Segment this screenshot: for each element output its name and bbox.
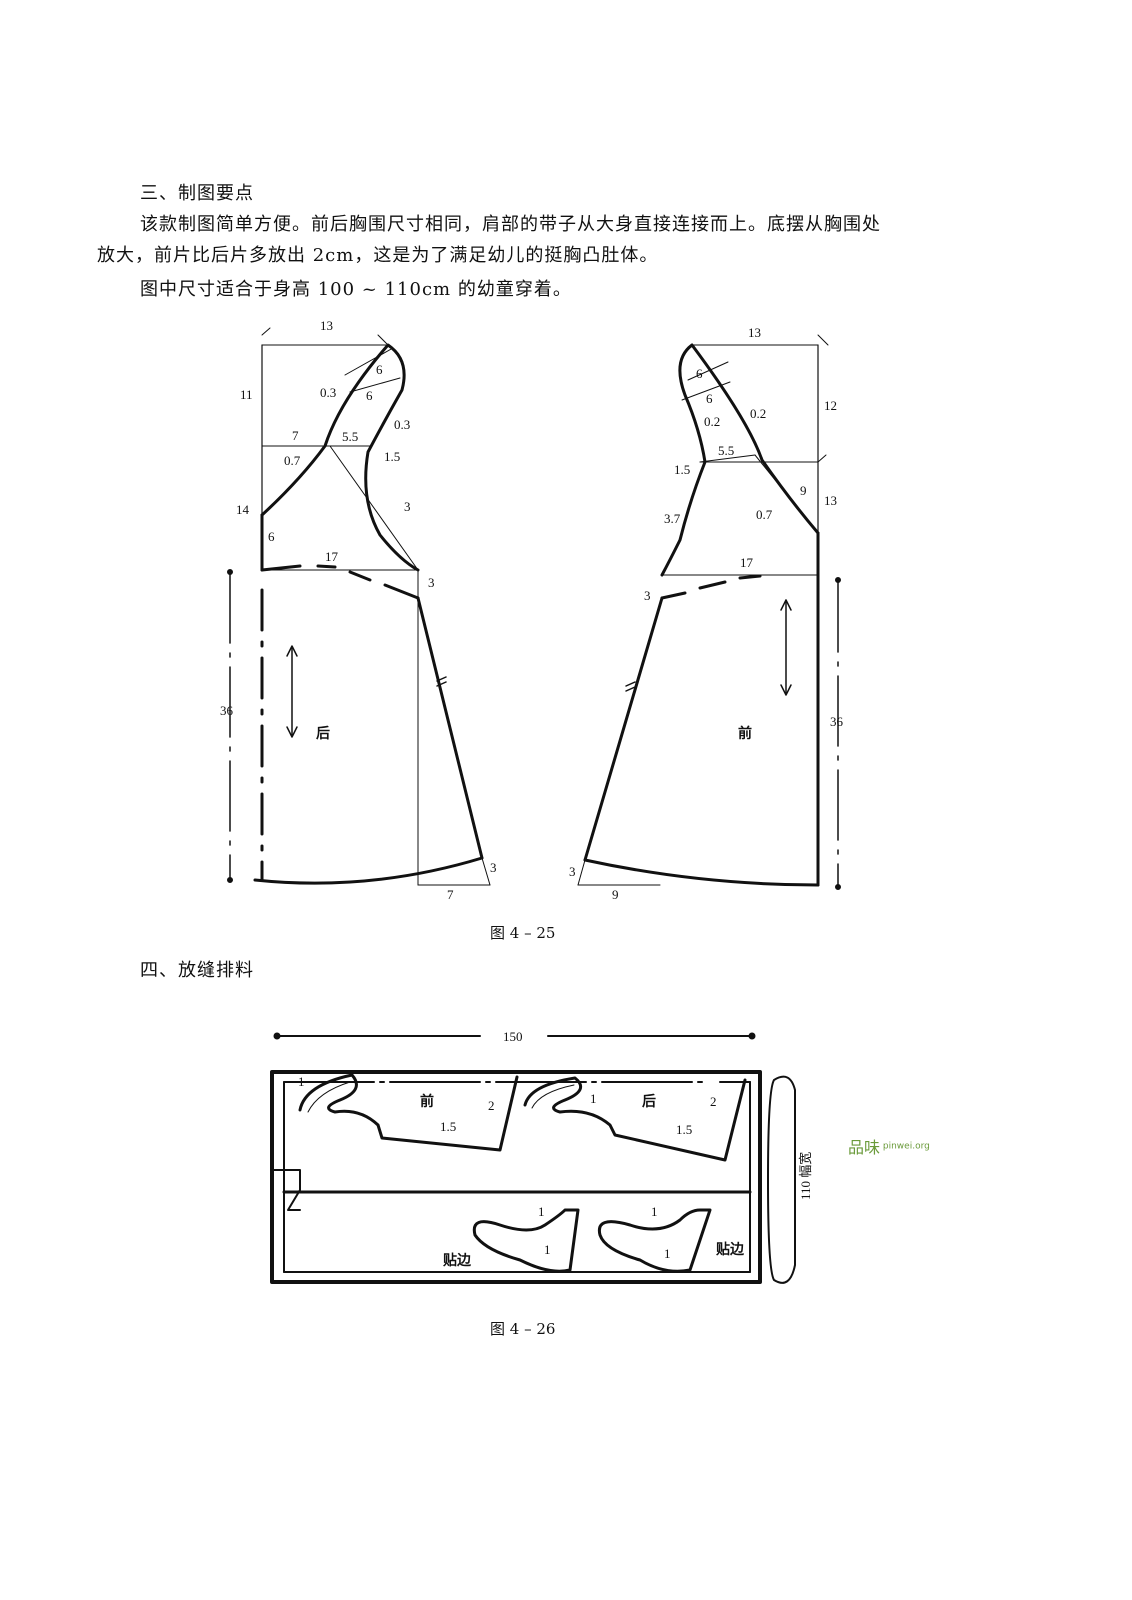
front-dim-length: 36 [830,714,844,729]
back-dim-hem-flare: 3 [490,860,497,875]
back-piece-label: 后 [316,725,330,742]
seam-allowance-facing-a: 1 [538,1204,545,1219]
layout-facing-label-left: 贴边 [443,1252,472,1269]
back-dim-shoulder-width: 5.5 [342,429,358,444]
back-dim-under-arm: 3 [428,575,435,590]
watermark: 品味 pinwei.org [848,1134,930,1158]
figure-4-25-caption: 图 4 – 25 [490,924,556,942]
back-dim-length: 36 [220,703,234,718]
back-dim-ease-a: 0.3 [320,385,336,400]
front-dim-chest-width: 17 [740,555,754,570]
back-dim-side-low: 6 [268,529,275,544]
back-dim-hem-extension: 7 [447,887,454,902]
fabric-length-label: 150 [503,1029,523,1044]
figure-4-26-caption: 图 4 – 26 [490,1320,556,1338]
seam-allowance-facing-c: 1 [651,1204,658,1219]
back-dim-arm-drop: 1.5 [384,449,400,464]
front-dim-top-width: 13 [748,325,761,340]
back-dim-chest-width: 17 [325,549,339,564]
front-dim-hem-flare: 3 [569,864,576,879]
front-dim-ease-b: 0.2 [750,406,766,421]
watermark-text: pinwei.org [882,1141,930,1152]
back-dim-neck-drop: 0.7 [284,453,301,468]
front-dim-strap-a: 6 [696,366,703,381]
layout-front-label: 前 [420,1093,434,1110]
back-dim-side-height: 14 [236,502,250,517]
front-dim-shoulder-width: 5.5 [718,443,734,458]
layout-facing-label-right: 贴边 [716,1241,745,1258]
seam-allowance-front-c: 1.5 [440,1119,456,1134]
front-dim-arm-drop: 1.5 [674,462,690,477]
section-3-paragraph-line-2: 放大，前片比后片多放出 2cm，这是为了满足幼儿的挺胸凸肚体。 [97,245,659,266]
seam-allowance-front-a: 1 [298,1074,305,1089]
front-dim-strap-height: 12 [824,398,837,413]
section-4-heading: 四、放缝排料 [140,960,254,981]
seam-allowance-facing-b: 1 [544,1242,551,1257]
back-dim-top-width: 13 [320,318,333,333]
back-dim-strap-a: 6 [376,362,383,377]
front-dim-neck-depth: 13 [824,493,837,508]
section-3-paragraph-2: 图中尺寸适合于身高 100 ~ 110cm 的幼童穿着。 [140,279,572,300]
seam-allowance-back-c: 1.5 [676,1122,692,1137]
front-dim-hem-extension: 9 [612,887,619,902]
section-3-paragraph-line-1: 该款制图简单方便。前后胸围尺寸相同，肩部的带子从大身直接连接而上。底摆从胸围处 [140,214,881,235]
seam-allowance-facing-d: 1 [664,1246,671,1261]
back-dim-neck-width: 7 [292,428,299,443]
back-dim-strap-b: 6 [366,388,373,403]
figure-4-25-pattern-draft: 13 11 6 6 0.3 0.3 7 5.5 1.5 0.7 14 6 17 … [220,318,844,902]
front-piece-label: 前 [738,725,752,742]
front-dim-under-arm: 3 [644,588,651,603]
back-piece [227,327,491,886]
seam-allowance-back-b: 2 [710,1094,717,1109]
layout-back-label: 后 [642,1093,656,1110]
front-dim-curve: 3.7 [664,511,681,526]
front-piece [577,334,841,890]
front-dim-neck-diagonal: 9 [800,483,807,498]
front-dim-neck-drop: 0.7 [756,507,773,522]
front-dim-strap-b: 6 [706,391,713,406]
watermark-logo-icon: 品味 [848,1138,881,1157]
seam-allowance-back-a: 1 [590,1091,597,1106]
back-dim-ease-b: 0.3 [394,417,410,432]
back-dim-curve: 3 [404,499,411,514]
front-dim-ease-a: 0.2 [704,414,720,429]
section-3-heading: 三、制图要点 [140,183,254,204]
fabric-width-label: 110 幅宽 [798,1152,813,1200]
seam-allowance-front-b: 2 [488,1098,495,1113]
back-dim-strap-height: 11 [240,387,253,402]
